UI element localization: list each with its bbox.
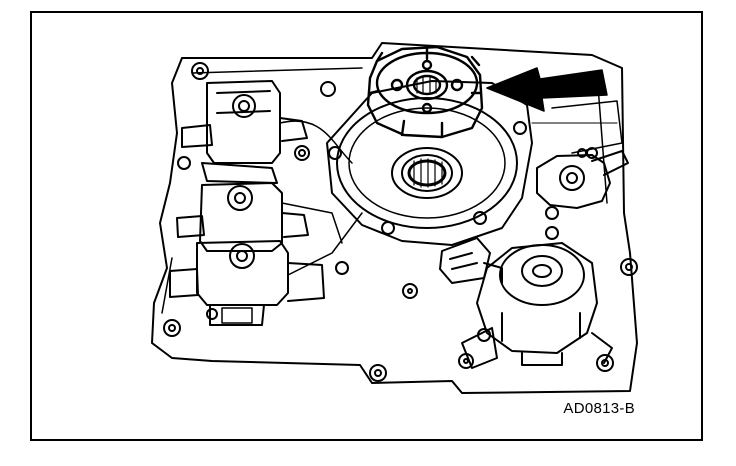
small-pressure-sensor	[536, 148, 629, 209]
figure-code: AD0813-B	[563, 400, 635, 417]
solenoid-middle	[176, 182, 309, 252]
highlighted-rotor	[366, 45, 484, 139]
solenoid-upper	[181, 80, 308, 184]
indicator-arrow	[486, 67, 608, 112]
transmission-valve-body-illustration	[151, 42, 638, 394]
valve-body-plate	[151, 42, 638, 394]
rotary-actuator	[461, 226, 613, 369]
solenoid-lower	[169, 240, 325, 326]
wiring-harness	[279, 120, 363, 276]
electrical-connector	[439, 237, 503, 284]
figure-frame: AD0813-B	[30, 11, 703, 441]
